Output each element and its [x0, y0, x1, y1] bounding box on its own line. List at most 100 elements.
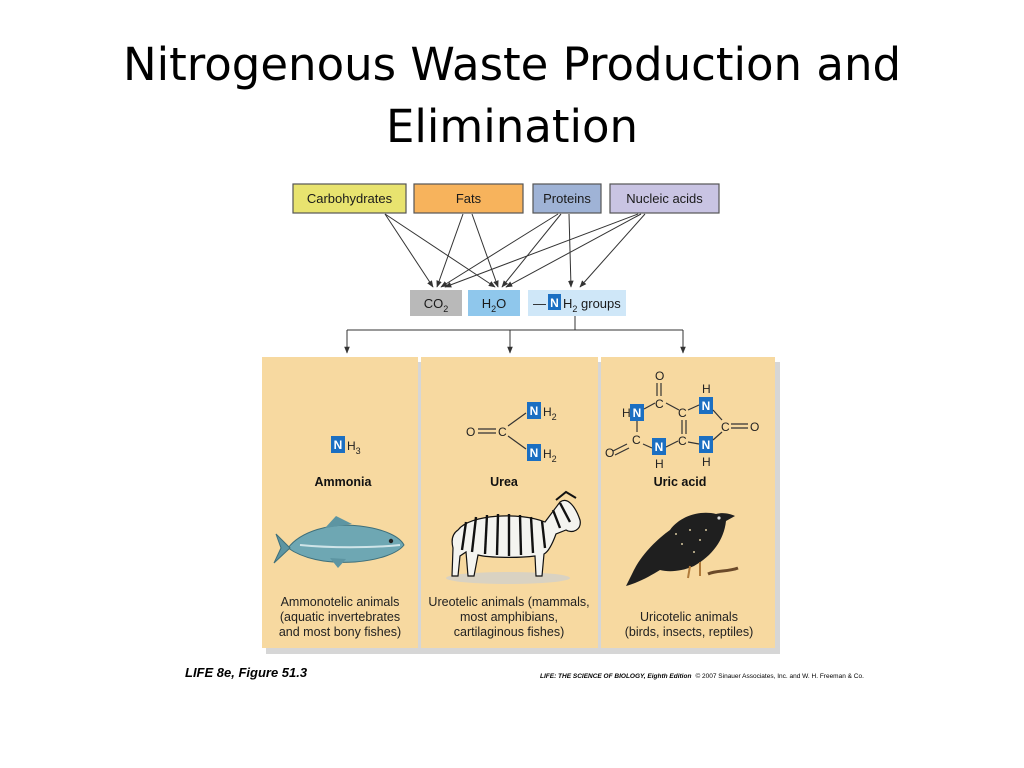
zebra-illustration: [446, 490, 581, 584]
ammonia-desc-line-2: (aquatic invertebrates: [280, 610, 400, 624]
urea-oxygen: O: [466, 425, 475, 439]
arrow: [501, 213, 562, 288]
bond: [712, 431, 723, 441]
bond: [687, 441, 700, 445]
urea-desc-line-1: Ureotelic animals (mammals,: [428, 595, 589, 609]
source-box-proteins: Proteins: [532, 183, 602, 214]
bond: [687, 404, 700, 411]
nitrogen-box: [699, 397, 713, 414]
uric-h-top-right: H: [702, 382, 711, 396]
h2o-label: H2O: [482, 296, 507, 314]
source-box-fats: Fats: [413, 183, 524, 214]
arrow: [505, 213, 642, 288]
ammonia-desc-line-3: and most bony fishes): [279, 625, 401, 639]
nh2-label: H2 groups: [563, 296, 621, 314]
bond: [614, 447, 630, 456]
nitrogen-symbol: N: [702, 399, 711, 413]
bond: [642, 443, 653, 449]
nitrogen-box: [331, 436, 345, 453]
slide-title: Nitrogenous Waste Production and Elimina…: [0, 34, 1024, 158]
panel-uric-acid-bg: [601, 357, 775, 648]
bond: [612, 443, 628, 452]
nitrogen-box: [527, 402, 541, 419]
arrow: [384, 213, 434, 288]
ammonia-desc-line-1: Ammonotelic animals: [281, 595, 400, 609]
nitrogen-symbol: N: [530, 404, 539, 418]
source-box-nucleic-acids: Nucleic acids: [609, 183, 720, 214]
arrow: [568, 213, 574, 288]
zebra-stripes: [460, 502, 572, 556]
nitrogen-symbol: N: [550, 296, 559, 310]
bird-speckles: [675, 529, 707, 553]
bird-illustration: [626, 512, 739, 586]
panel-urea: O C N H2 N H2 Urea: [428, 402, 590, 639]
uric-c-right: C: [678, 406, 687, 420]
nitrogen-symbol: N: [702, 438, 711, 452]
nitrogen-box: [548, 294, 561, 310]
product-nh2-bg: [528, 290, 626, 316]
arrow: [444, 213, 639, 288]
panel-uric-acid: O C H N C C C O N H H N: [605, 369, 759, 639]
urea-nh2-bottom: H2: [543, 447, 557, 464]
arrow: [440, 213, 559, 288]
uric-c-far-right: C: [721, 420, 730, 434]
urea-title: Urea: [490, 475, 519, 489]
nitrogen-box: [630, 404, 644, 421]
product-h2o: H2O: [468, 290, 520, 316]
figure-label: LIFE 8e, Figure 51.3: [185, 665, 308, 680]
urea-desc-line-2: most amphibians,: [460, 610, 558, 624]
arrow: [579, 213, 646, 288]
nh2-dash: —: [533, 296, 546, 311]
nitrogen-symbol: N: [655, 440, 664, 454]
nitrogen-symbol: N: [334, 438, 343, 452]
uric-acid-desc-line-1: Uricotelic animals: [640, 610, 738, 624]
ammonia-title: Ammonia: [315, 475, 373, 489]
ammonia-h3: H3: [347, 439, 361, 456]
product-nh2-groups: — N H2 groups: [528, 290, 626, 316]
bond: [665, 402, 680, 411]
urea-nh2-top: H2: [543, 405, 557, 422]
source-box-carbohydrates: Carbohydrates: [292, 183, 407, 214]
arrow: [384, 213, 496, 288]
uric-o-top: O: [655, 369, 664, 383]
panel-ammonia-bg: [262, 357, 418, 648]
slide-title-line-1: Nitrogenous Waste Production and: [122, 38, 902, 91]
urea-desc-line-3: cartilaginous fishes): [454, 625, 564, 639]
source-box-bg: [532, 183, 602, 214]
uric-c-mid: C: [678, 434, 687, 448]
copyright-line: LIFE: THE SCIENCE OF BIOLOGY, Eighth Edi…: [540, 672, 864, 680]
bond: [507, 435, 527, 450]
urea-carbon: C: [498, 425, 507, 439]
uric-acid-desc-line-2: (birds, insects, reptiles): [625, 625, 754, 639]
source-label: Nucleic acids: [626, 191, 703, 206]
bond: [643, 402, 656, 410]
uric-c-left: C: [632, 433, 641, 447]
bond: [507, 412, 527, 427]
nitrogen-box: [527, 444, 541, 461]
source-label: Fats: [456, 191, 482, 206]
product-co2-bg: [410, 290, 462, 316]
uric-h-bottom-left: H: [655, 457, 664, 471]
uric-acid-title: Uric acid: [654, 475, 707, 489]
product-h2o-bg: [468, 290, 520, 316]
uric-h-left: H: [622, 406, 631, 420]
uric-acid-formula: O C H N C C C O N H H N: [605, 369, 759, 471]
source-label: Carbohydrates: [307, 191, 393, 206]
bond: [665, 440, 679, 448]
uric-c-top: C: [655, 397, 664, 411]
co2-label: CO2: [424, 296, 449, 314]
nitrogen-symbol: N: [530, 446, 539, 460]
nitrogen-box: [699, 436, 713, 453]
panel-ammonia: N H3 Ammonia Ammonotelic animals (aquati…: [273, 436, 405, 639]
slide-title-line-2: Elimination: [385, 100, 639, 153]
ammonia-formula: N H3: [331, 436, 361, 456]
panels: [262, 357, 780, 654]
fish-illustration: [273, 516, 405, 568]
bond: [712, 409, 723, 421]
uric-o-left: O: [605, 446, 614, 460]
product-co2: CO2: [410, 290, 462, 316]
source-box-bg: [413, 183, 524, 214]
source-box-bg: [292, 183, 407, 214]
nitrogen-box: [652, 438, 666, 455]
